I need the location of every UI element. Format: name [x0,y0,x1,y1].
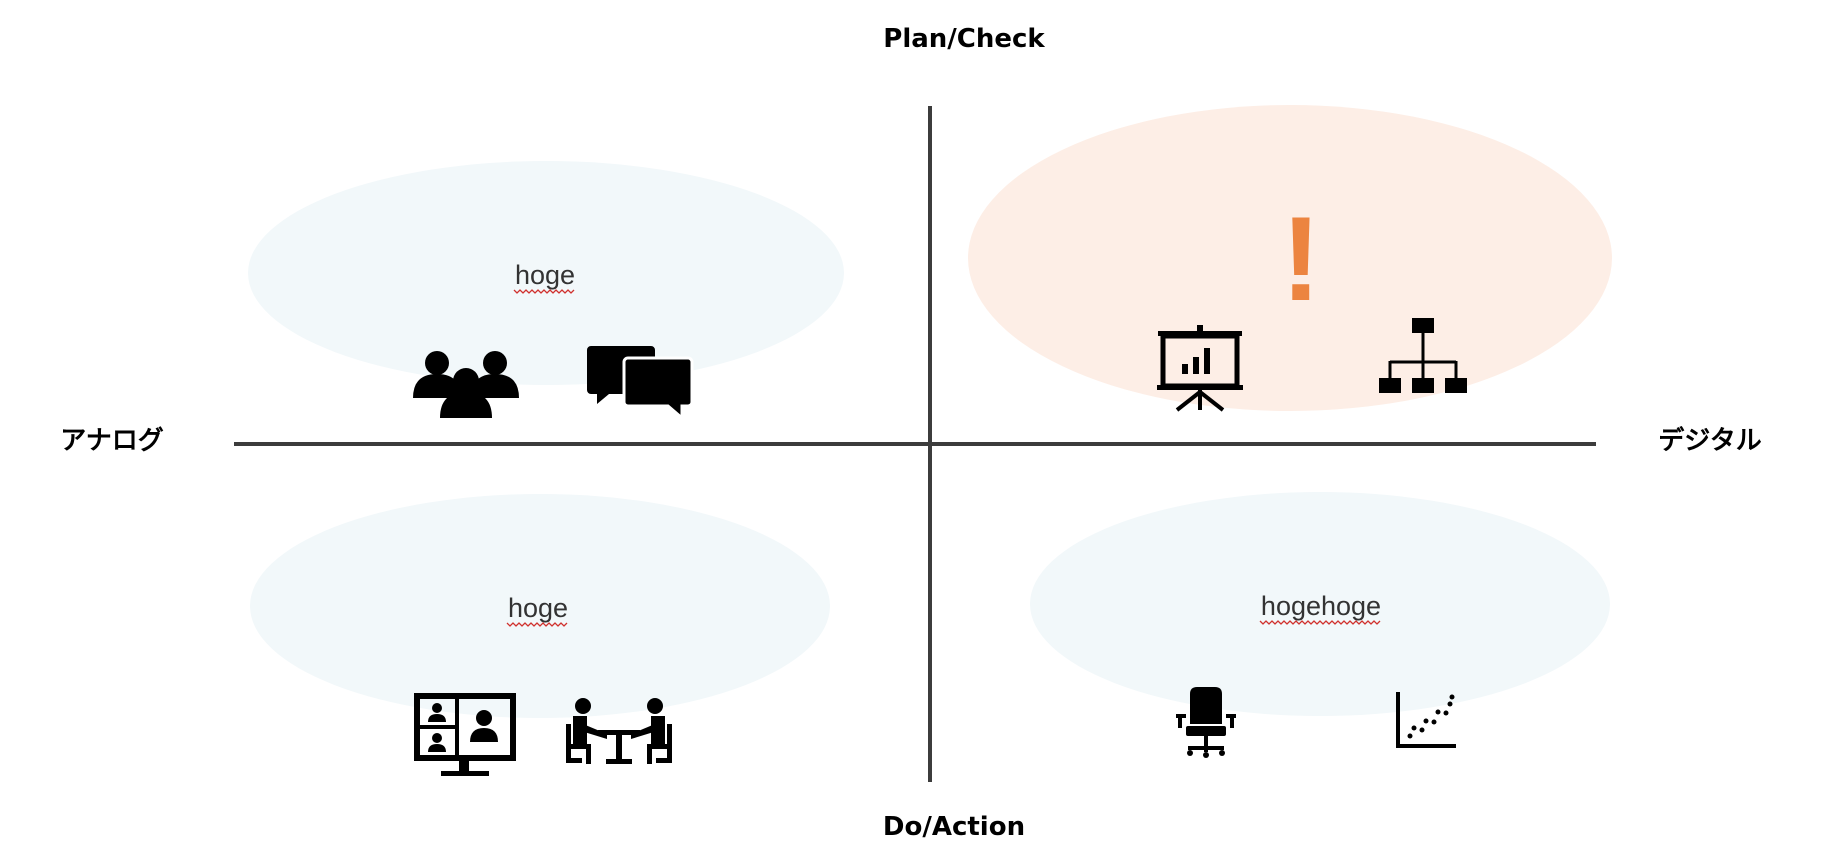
office-chair-icon [1176,687,1236,758]
spellcheck-underline [1259,620,1381,625]
bottom-left-ellipse [250,494,830,718]
top-right-ellipse [968,105,1612,411]
video-conference-icon [414,693,516,776]
bottom-right-label: hogehoge [1261,591,1381,621]
axis-label-bottom: Do/Action [883,812,1025,842]
axis-label-left: アナログ [60,426,163,456]
people-group-icon [413,351,519,418]
spellcheck-underline [513,289,575,294]
bottom-left-label: hoge [508,593,568,623]
chat-bubbles-icon [587,346,694,422]
top-left-label: hoge [515,260,575,290]
axis-label-top: Plan/Check [883,24,1045,54]
top-left-ellipse [248,161,844,385]
presentation-board-icon [1157,325,1243,412]
spellcheck-underline [506,622,568,627]
exclamation-mark: ! [1281,192,1321,326]
scatter-plot-icon [1396,692,1456,748]
org-chart-icon [1379,318,1467,393]
bottom-right-ellipse [1030,492,1610,716]
meeting-table-icon [566,698,672,764]
axis-label-right: デジタル [1658,425,1761,456]
